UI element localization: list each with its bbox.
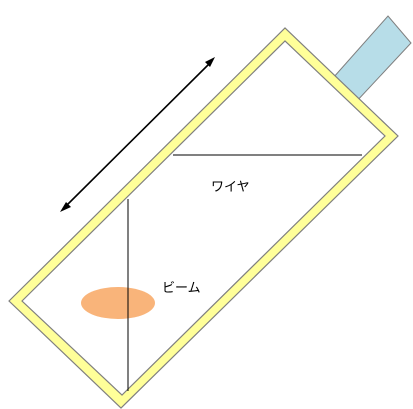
frame-inner (21, 40, 386, 396)
wire-label: ワイヤ (211, 180, 250, 195)
beam-spot (81, 287, 155, 319)
scan-direction-arrowhead-up (205, 57, 215, 67)
beam-label: ビーム (162, 281, 201, 296)
scan-direction-arrow-shaft (65, 62, 211, 207)
scan-direction-arrowhead-down (60, 202, 71, 212)
